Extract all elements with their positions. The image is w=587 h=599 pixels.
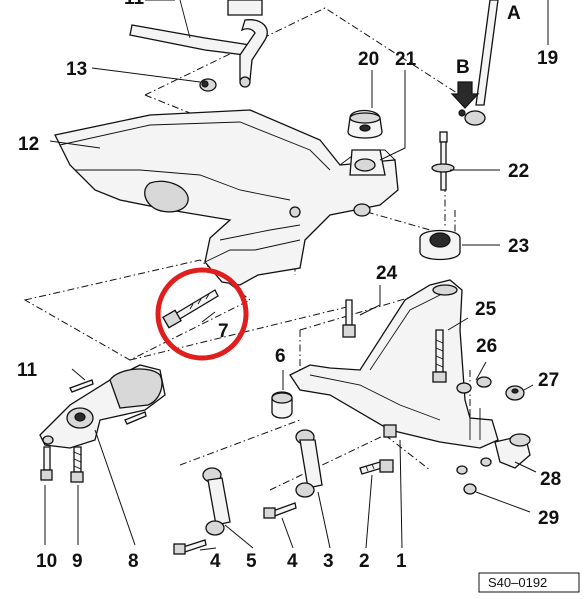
bolt-22 bbox=[431, 131, 455, 191]
coupling-rod-19 bbox=[450, 0, 499, 126]
label-5: 5 bbox=[246, 551, 257, 572]
bolt-2 bbox=[359, 459, 394, 475]
bushing-6 bbox=[271, 391, 293, 419]
bolt-10 bbox=[40, 446, 53, 481]
label-10: 10 bbox=[36, 551, 57, 572]
label-27: 27 bbox=[538, 370, 559, 391]
label-22: 22 bbox=[508, 161, 529, 182]
bearing-bracket-8 bbox=[39, 364, 166, 449]
subframe-12 bbox=[54, 109, 399, 286]
label-4a: 4 bbox=[210, 551, 221, 572]
wishbone-1 bbox=[289, 279, 499, 449]
bolt-24 bbox=[342, 299, 356, 338]
bolt-29 bbox=[456, 457, 492, 495]
bushing-23 bbox=[419, 229, 461, 261]
label-13: 13 bbox=[66, 59, 87, 80]
nut-27 bbox=[505, 385, 525, 401]
label-7: 7 bbox=[218, 321, 229, 342]
label-25: 25 bbox=[475, 299, 497, 320]
label-9: 9 bbox=[72, 551, 83, 572]
bolt-9 bbox=[70, 446, 84, 483]
label-6: 6 bbox=[275, 346, 286, 367]
label-2: 2 bbox=[359, 551, 370, 572]
nut-26 bbox=[456, 376, 492, 394]
label-19: 19 bbox=[537, 48, 558, 69]
label-A: A bbox=[507, 3, 521, 24]
ball-joint-28 bbox=[469, 408, 531, 469]
label-28: 28 bbox=[540, 469, 561, 490]
part-labels: 11 13 12 20 21 A B 19 22 23 24 25 26 27 … bbox=[17, 0, 561, 572]
bolt-25 bbox=[432, 329, 447, 383]
label-11-top: 11 bbox=[124, 0, 145, 9]
coupling-rod-5 bbox=[202, 467, 231, 536]
bushing-13 bbox=[199, 78, 217, 92]
stabilizer-bar bbox=[129, 0, 268, 88]
leader-lines bbox=[44, 0, 549, 551]
label-20: 20 bbox=[358, 49, 379, 70]
label-24: 24 bbox=[376, 263, 398, 284]
bolt-11 bbox=[69, 379, 147, 425]
reference-code: S40–0192 bbox=[488, 575, 547, 590]
label-8: 8 bbox=[128, 551, 139, 572]
label-23: 23 bbox=[508, 236, 529, 257]
label-3: 3 bbox=[323, 551, 334, 572]
bolt-4 bbox=[173, 502, 297, 555]
label-1: 1 bbox=[396, 551, 407, 572]
coupling-rod-3 bbox=[295, 429, 323, 498]
label-21: 21 bbox=[395, 49, 417, 70]
label-12: 12 bbox=[18, 134, 39, 155]
bolt-7 bbox=[162, 289, 219, 329]
label-4b: 4 bbox=[287, 551, 298, 572]
label-29: 29 bbox=[538, 508, 559, 529]
highlight-circle-part-7 bbox=[155, 267, 249, 361]
rubber-bearing-20 bbox=[347, 109, 386, 217]
label-11: 11 bbox=[17, 360, 38, 381]
label-26: 26 bbox=[476, 336, 497, 357]
label-B: B bbox=[456, 57, 470, 78]
reference-box: S40–0192 bbox=[478, 572, 580, 593]
